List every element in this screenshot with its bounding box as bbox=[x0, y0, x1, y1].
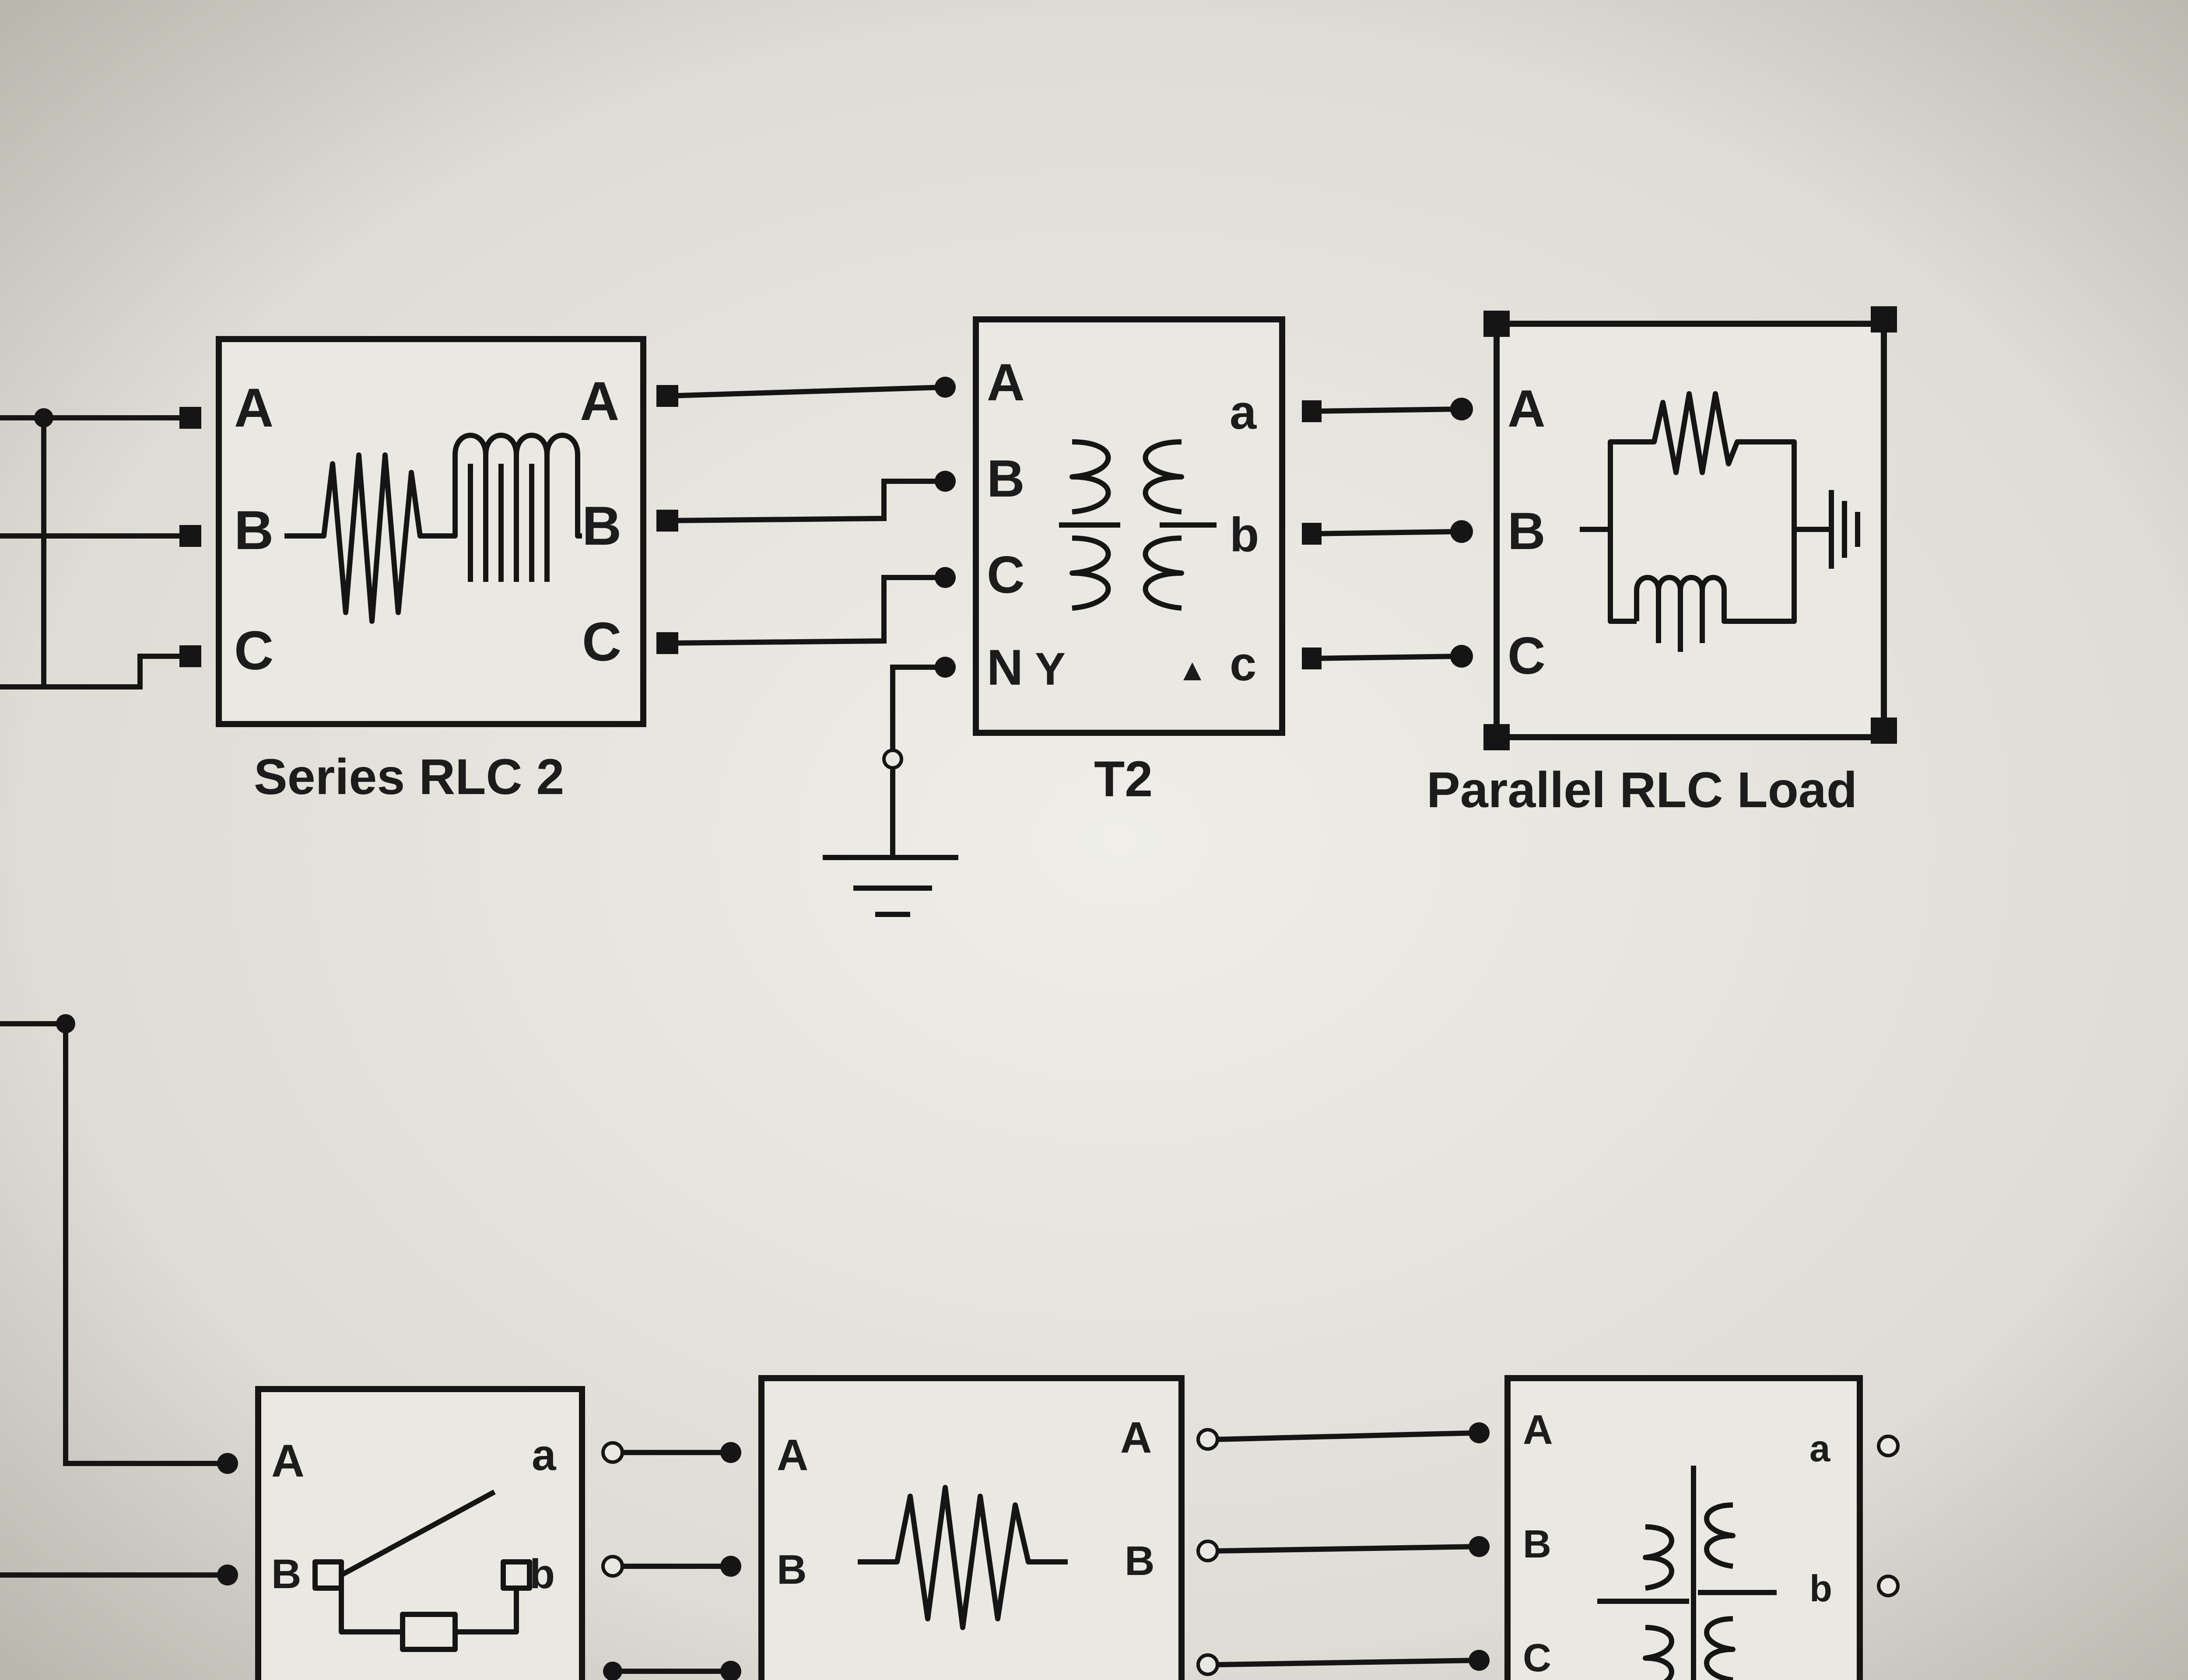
t2-transformer-block[interactable]: A B C N Y ▲ a b c bbox=[973, 316, 1285, 736]
rlc-lower-out-port-a: A bbox=[1120, 1413, 1152, 1462]
xfmr-lower-out-port-b: b bbox=[1809, 1568, 1832, 1610]
series-rlc-to-t2-wires[interactable] bbox=[656, 377, 956, 757]
source-bus-wires[interactable] bbox=[0, 407, 238, 1586]
t2-out-port-b: b bbox=[1230, 508, 1259, 562]
parallel-rlc-load-label: Parallel RLC Load bbox=[1427, 762, 1857, 818]
rlc-lower-in-port-b: B bbox=[777, 1547, 807, 1593]
breaker-block[interactable]: A B a b bbox=[255, 1386, 585, 1680]
load-port-c: C bbox=[1508, 626, 1546, 685]
series-rlc-2-in-port-c: C bbox=[234, 620, 274, 681]
breaker-out-port-a: a bbox=[532, 1431, 557, 1480]
resistor-icon bbox=[858, 1485, 1068, 1630]
ground-icon[interactable] bbox=[823, 749, 958, 917]
t2-out-port-c: c bbox=[1230, 637, 1256, 691]
breaker-to-rlc-wires[interactable] bbox=[601, 1441, 741, 1680]
t2-label: T2 bbox=[1094, 751, 1153, 807]
series-rlc-2-out-port-c: C bbox=[582, 612, 621, 672]
breaker-in-port-a: A bbox=[271, 1435, 305, 1487]
t2-delta-symbol: ▲ bbox=[1177, 653, 1207, 687]
series-rlc-2-block[interactable]: A B C A B C bbox=[216, 336, 646, 727]
transformer-lower-coil-icon bbox=[1597, 1466, 1777, 1680]
transformer-lower-block[interactable]: A B C a b bbox=[1504, 1375, 1900, 1680]
series-rlc-2-label: Series RLC 2 bbox=[254, 749, 565, 805]
breaker-in-port-b: B bbox=[271, 1551, 302, 1597]
parallel-rlc-icon bbox=[1580, 391, 1860, 652]
series-rlc-2-out-port-b: B bbox=[582, 496, 621, 556]
t2-out-port-a: a bbox=[1230, 385, 1257, 439]
t2-in-port-c: C bbox=[987, 546, 1025, 604]
xfmr-lower-in-port-c: C bbox=[1523, 1636, 1551, 1680]
t2-in-port-b: B bbox=[987, 449, 1025, 508]
rlc-to-transformer-wires[interactable] bbox=[1196, 1422, 1490, 1676]
rlc-lower-out-port-b: B bbox=[1125, 1538, 1155, 1584]
xfmr-lower-in-port-a: A bbox=[1523, 1407, 1553, 1453]
xfmr-lower-out-port-a: a bbox=[1809, 1428, 1830, 1470]
load-port-a: A bbox=[1508, 379, 1546, 438]
t2-in-port-n: N bbox=[987, 640, 1023, 696]
t2-to-load-wires[interactable] bbox=[1302, 398, 1473, 669]
load-port-b: B bbox=[1508, 502, 1546, 560]
series-rlc-2-out-port-a: A bbox=[580, 371, 619, 432]
t2-wye-symbol: Y bbox=[1035, 644, 1066, 695]
transformer-coil-icon bbox=[1059, 439, 1217, 611]
breaker-out-port-b: b bbox=[529, 1551, 555, 1597]
xfmr-lower-in-port-b: B bbox=[1523, 1522, 1551, 1566]
series-rlc-icon bbox=[284, 433, 582, 624]
rlc-lower-in-port-a: A bbox=[777, 1431, 808, 1480]
series-rlc-lower-block[interactable]: A B A B bbox=[758, 1375, 1185, 1680]
t2-in-port-a: A bbox=[987, 353, 1025, 412]
series-rlc-2-in-port-a: A bbox=[234, 378, 274, 438]
series-rlc-2-in-port-b: B bbox=[234, 500, 274, 561]
breaker-switch-icon bbox=[312, 1489, 532, 1652]
parallel-rlc-load-block[interactable]: A B C bbox=[1483, 306, 1897, 750]
